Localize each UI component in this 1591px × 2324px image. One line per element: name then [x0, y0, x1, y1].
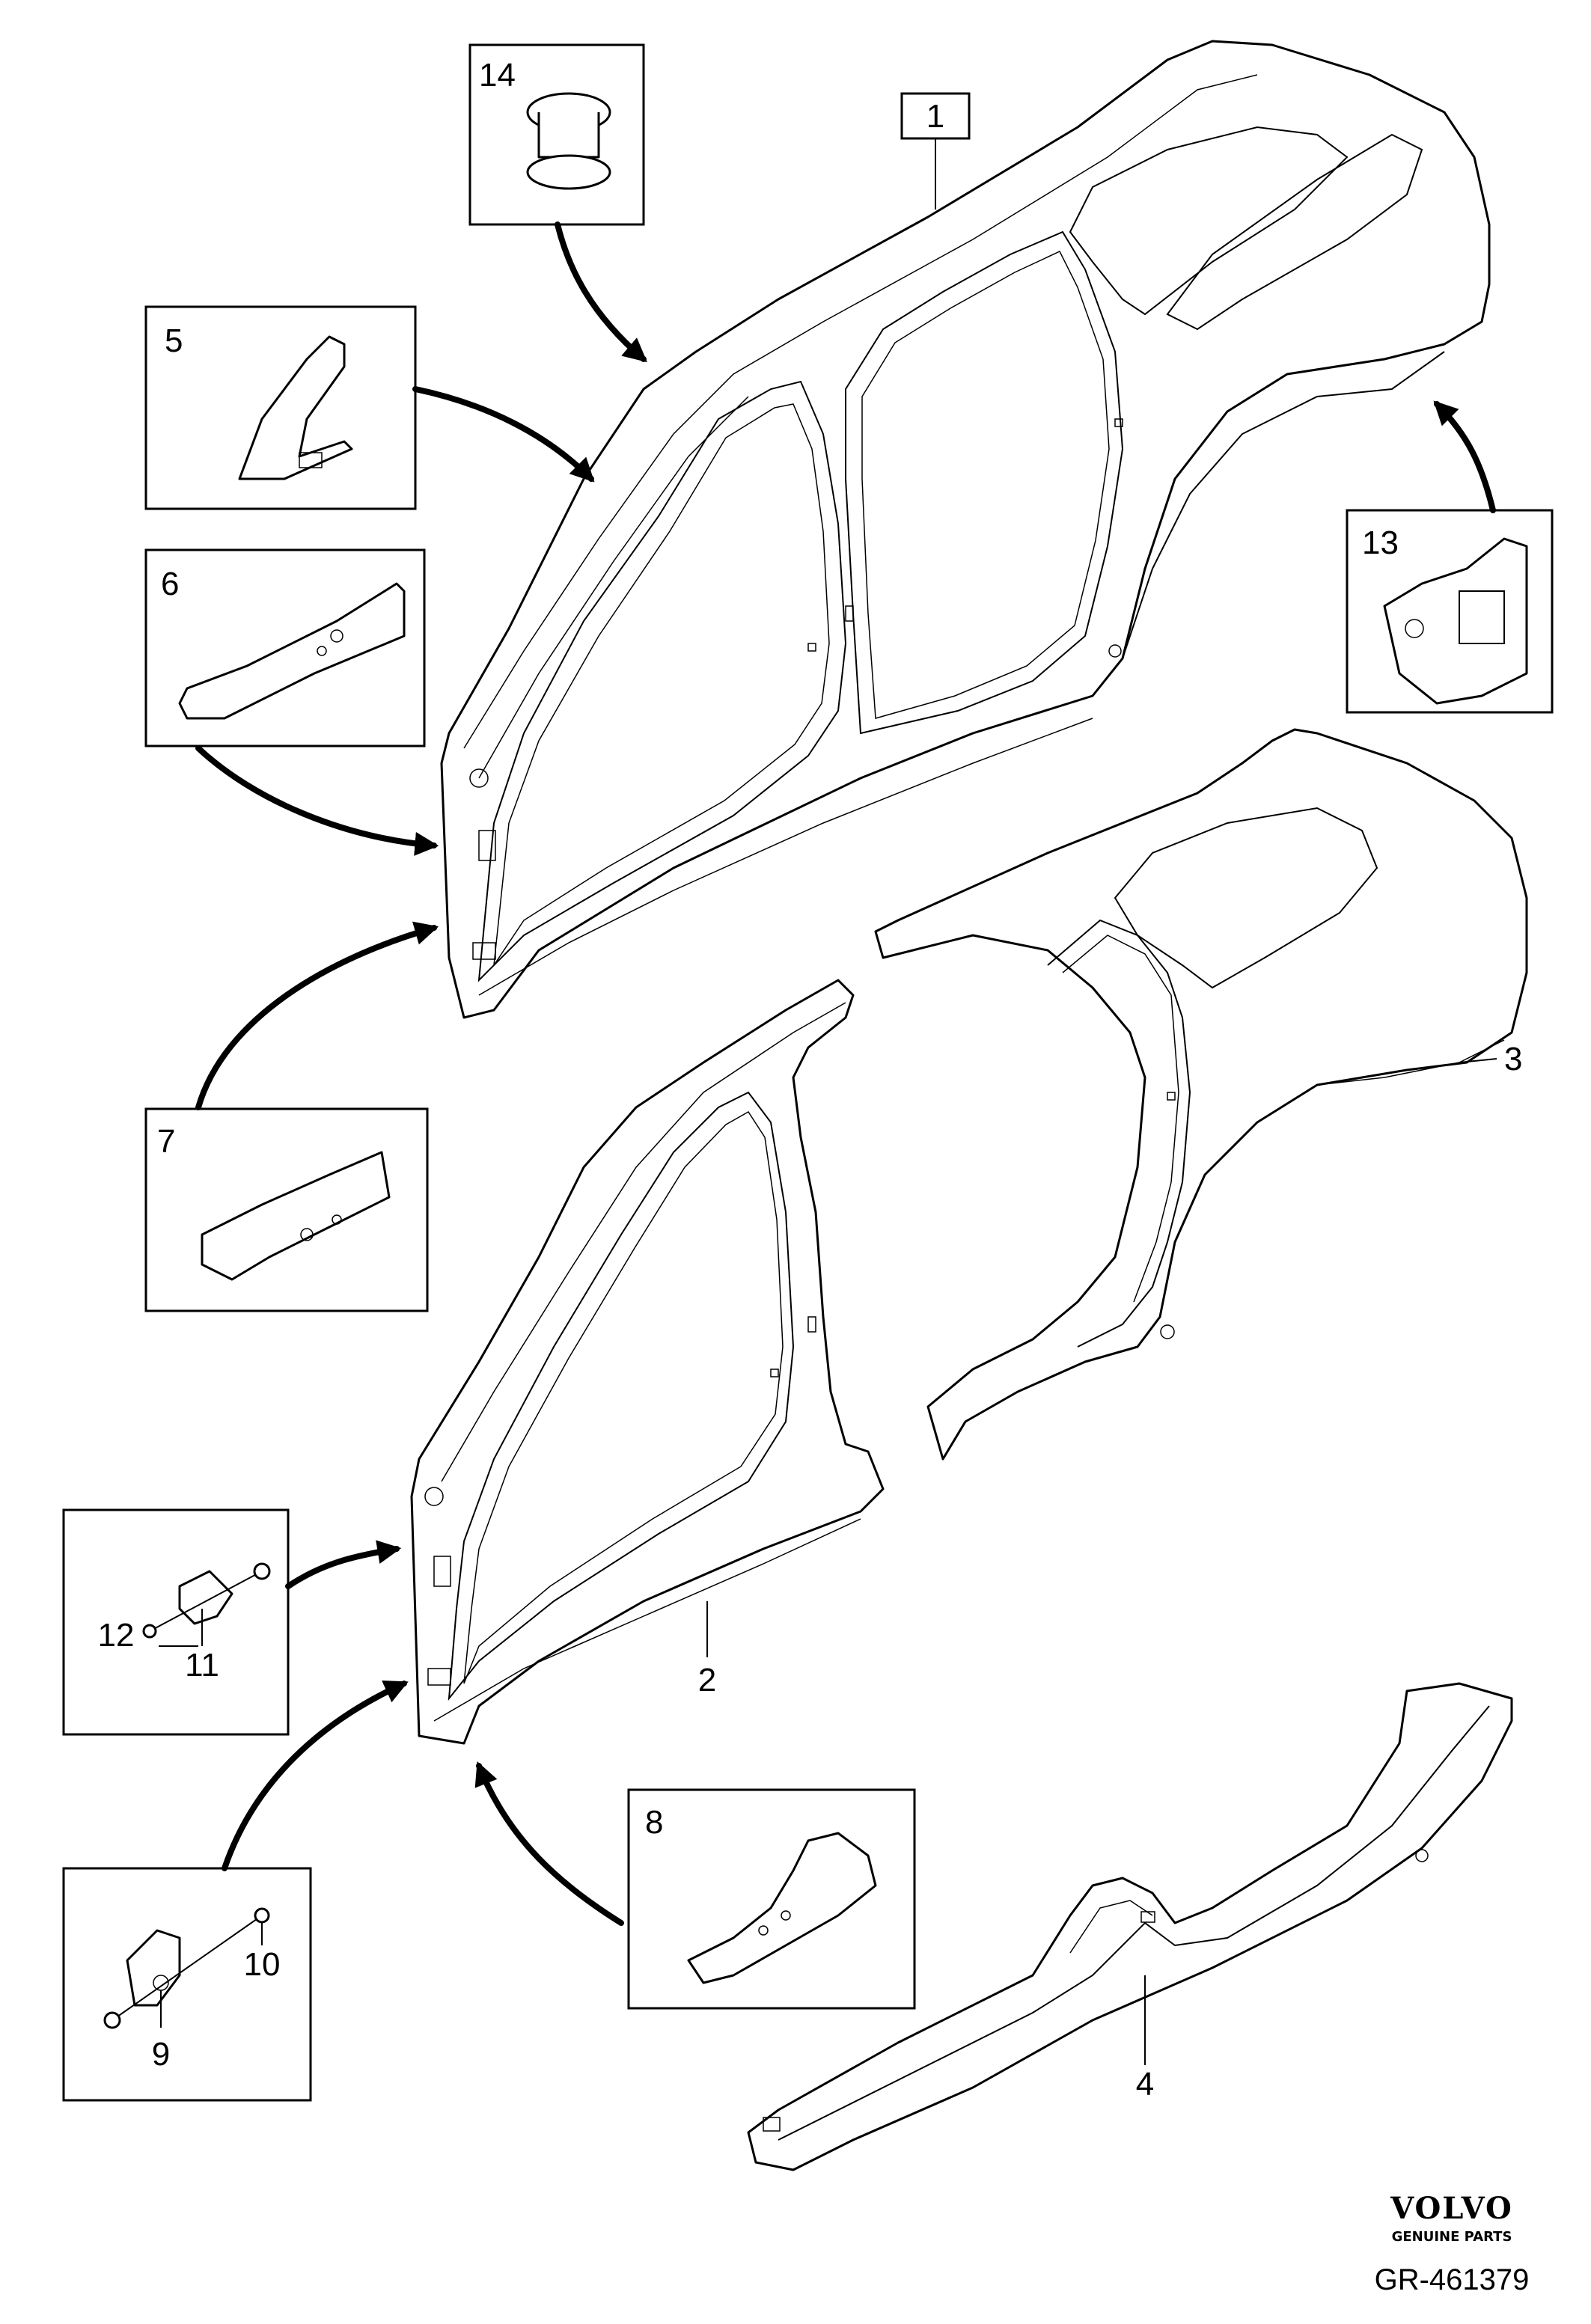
detail-box-5: [144, 305, 417, 510]
callout-7-label: 7: [157, 1123, 175, 1160]
callout-1: 1: [900, 92, 971, 140]
callout-14-label: 14: [479, 57, 516, 94]
callout-1-label: 1: [926, 98, 944, 135]
rear-quarter-panel: [874, 728, 1528, 1461]
brand-tagline: GENUINE PARTS: [1392, 2229, 1512, 2245]
detail-box-7: [144, 1107, 429, 1312]
callout-8-label: 8: [645, 1804, 663, 1841]
detail-box-9-10: [62, 1867, 312, 2102]
detail-box-11-12: [62, 1508, 290, 1736]
callout-13-label: 13: [1362, 525, 1399, 561]
callout-10-label: 10: [244, 1946, 281, 1983]
reference-number: GR-461379: [1375, 2263, 1530, 2296]
detail-box-6: [144, 548, 426, 747]
detail-box-13: [1346, 509, 1554, 714]
detail-box-14: [468, 43, 645, 226]
callout-11-label: 11: [185, 1647, 219, 1684]
brand-logo: VOLVO: [1390, 2191, 1513, 2226]
sill-panel: [747, 1682, 1513, 2171]
callout-5-label: 5: [165, 322, 183, 359]
callout-9-label: 9: [152, 2036, 170, 2073]
callout-6-label: 6: [161, 566, 179, 602]
front-side-panel: [410, 979, 885, 1745]
callout-2-label: 2: [698, 1662, 716, 1698]
side-panel-complete: [440, 40, 1491, 1019]
leader-lines: [159, 135, 1497, 2065]
callout-3-label: 3: [1504, 1041, 1522, 1077]
callout-12-label: 12: [98, 1617, 135, 1654]
callout-4-label: 4: [1136, 2066, 1154, 2103]
detail-box-8: [627, 1788, 916, 2010]
arrows: [195, 221, 1496, 1926]
